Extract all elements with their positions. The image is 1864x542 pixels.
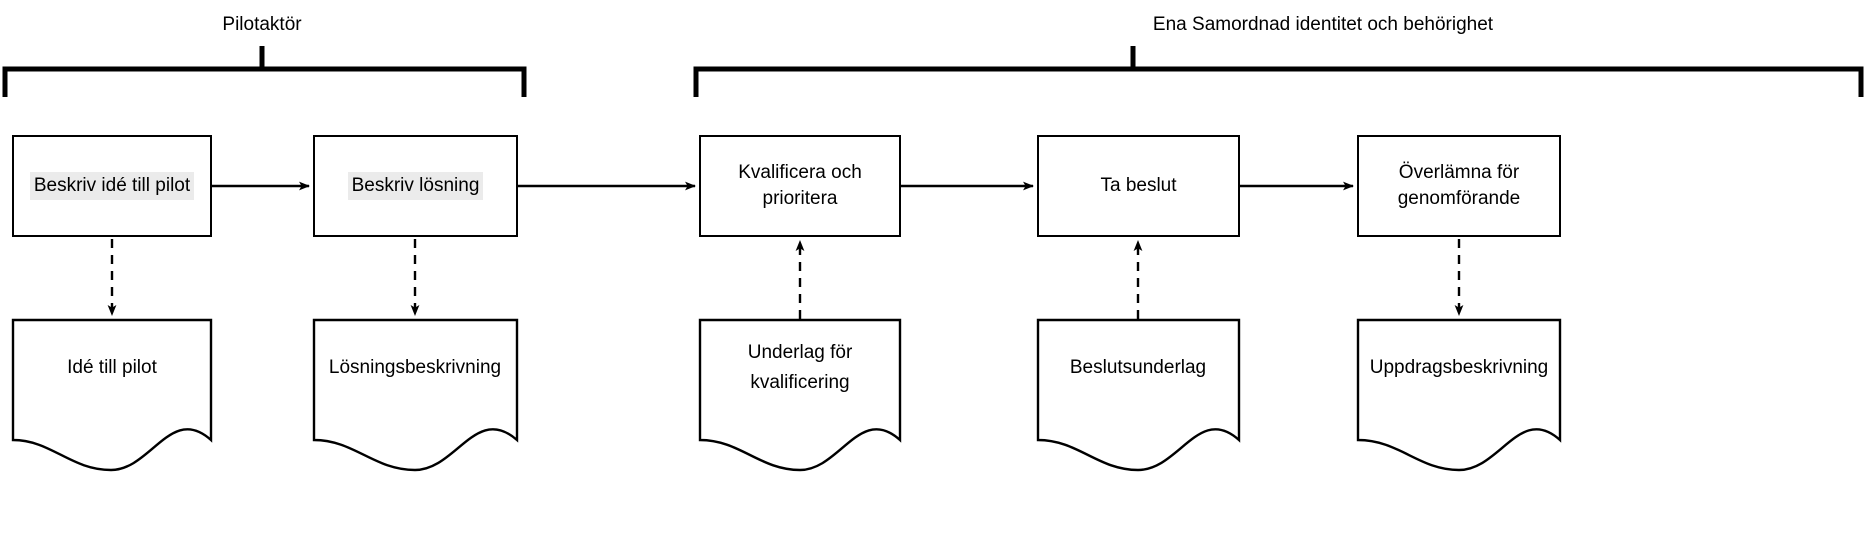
process-box-beskriv-losning[interactable]: Beskriv lösning — [313, 135, 518, 237]
document-shapes — [11, 318, 1562, 472]
document-shape-losningsbeskrivning — [312, 318, 519, 472]
process-box-ta-beslut[interactable]: Ta beslut — [1037, 135, 1240, 237]
process-box-label: Beskriv idé till pilot — [29, 172, 195, 200]
document-shape-ide-till-pilot — [11, 318, 213, 472]
process-box-overlamna-for-genomforande[interactable]: Överlämna för genomförande — [1357, 135, 1561, 237]
document-arrows — [107, 239, 1464, 319]
document-shape-beslutsunderlag — [1036, 318, 1241, 472]
document-shape-underlag-for-kvalificering — [698, 318, 902, 472]
group-bracket-pilotaktor — [2, 46, 527, 97]
process-box-label: Beskriv lösning — [347, 172, 484, 200]
group-label-pilotaktor: Pilotaktör — [222, 14, 302, 35]
document-shape-uppdragsbeskrivning — [1356, 318, 1562, 472]
process-box-kvalificera-och-prioritera[interactable]: Kvalificera och prioritera — [699, 135, 901, 237]
process-box-label: Överlämna för genomförande — [1397, 162, 1521, 209]
group-bracket-ena-samordnad — [693, 46, 1864, 97]
process-box-label: Ta beslut — [1100, 175, 1177, 196]
process-box-beskriv-ide-till-pilot[interactable]: Beskriv idé till pilot — [12, 135, 212, 237]
process-box-label: Kvalificera och prioritera — [738, 162, 862, 209]
group-label-ena-samordnad: Ena Samordnad identitet och behörighet — [1152, 14, 1494, 35]
